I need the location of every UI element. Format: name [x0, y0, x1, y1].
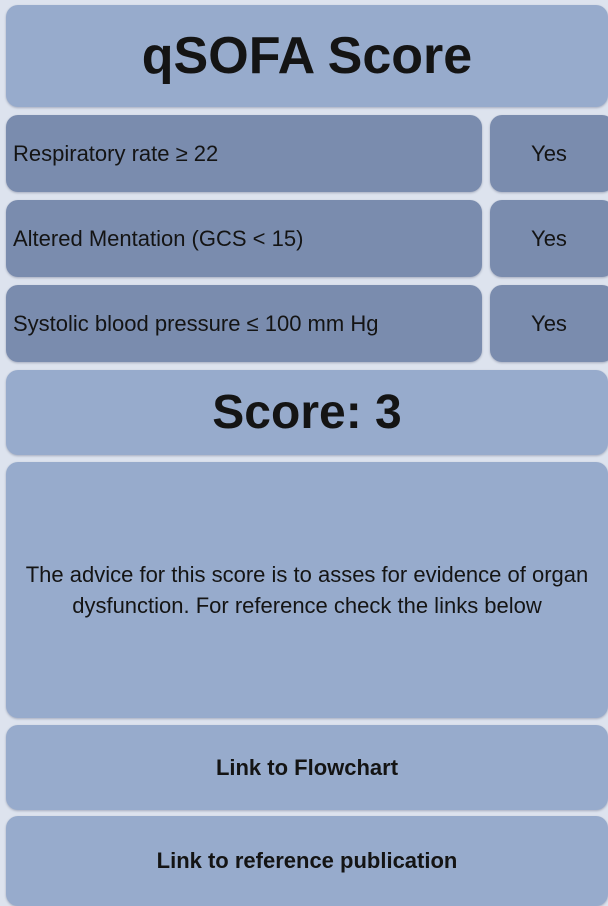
flowchart-link-button[interactable]: Link to Flowchart: [6, 725, 608, 810]
advice-text: The advice for this score is to asses fo…: [25, 562, 589, 618]
title-panel: qSOFA Score: [6, 5, 608, 107]
toggle-value: Yes: [531, 140, 567, 166]
score-panel: Score: 3: [6, 370, 608, 455]
criterion-systolic-bp: Systolic blood pressure ≤ 100 mm Hg: [6, 285, 482, 362]
toggle-value: Yes: [531, 310, 567, 336]
criterion-label: Altered Mentation (GCS < 15): [13, 225, 304, 251]
flowchart-link-label: Link to Flowchart: [215, 754, 399, 780]
criterion-altered-mentation: Altered Mentation (GCS < 15): [6, 200, 482, 277]
altered-mentation-toggle[interactable]: Yes: [490, 200, 608, 277]
publication-link-button[interactable]: Link to reference publication: [6, 816, 608, 906]
page-title: qSOFA Score: [141, 27, 473, 85]
criterion-respiratory-rate: Respiratory rate ≥ 22: [6, 115, 482, 192]
toggle-value: Yes: [531, 225, 567, 251]
systolic-bp-toggle[interactable]: Yes: [490, 285, 608, 362]
advice-panel: The advice for this score is to asses fo…: [6, 462, 608, 718]
respiratory-rate-toggle[interactable]: Yes: [490, 115, 608, 192]
score-value: Score: 3: [212, 386, 402, 439]
criterion-label: Respiratory rate ≥ 22: [13, 140, 219, 166]
publication-link-label: Link to reference publication: [156, 848, 458, 873]
criterion-label: Systolic blood pressure ≤ 100 mm Hg: [13, 310, 379, 336]
